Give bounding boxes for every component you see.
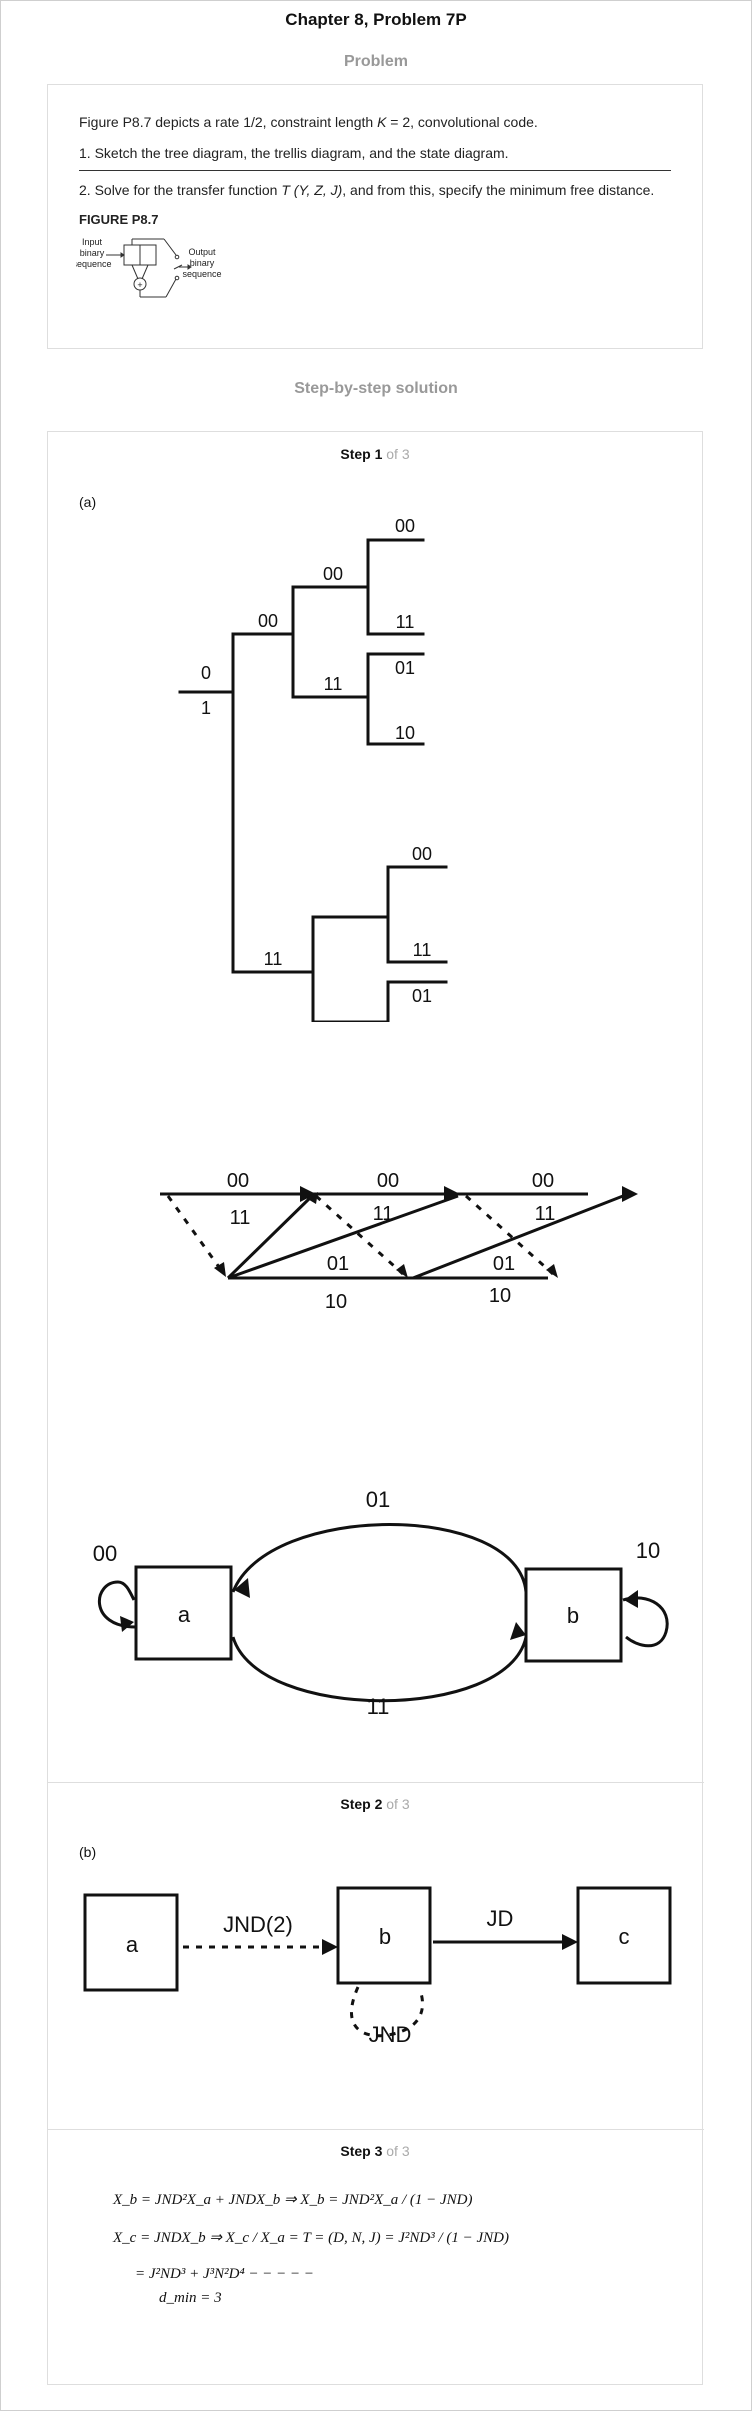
svg-text:00: 00 <box>532 1170 554 1192</box>
solution-heading: Step-by-step solution <box>294 380 458 397</box>
svg-text:b: b <box>379 1924 391 1949</box>
svg-text:binary: binary <box>80 248 105 258</box>
svg-text:sequence: sequence <box>76 259 112 269</box>
svg-text:sequence: sequence <box>182 269 221 279</box>
svg-text:01: 01 <box>366 1487 390 1512</box>
svg-text:JD: JD <box>487 1906 514 1931</box>
svg-text:00: 00 <box>395 516 415 536</box>
svg-text:Input: Input <box>82 237 103 247</box>
problem-heading: Problem <box>343 53 408 70</box>
svg-text:b: b <box>567 1603 579 1628</box>
svg-text:Output: Output <box>188 247 216 257</box>
state-diagram: a b 00 10 01 11 <box>93 1487 669 1719</box>
svg-text:11: 11 <box>324 674 343 694</box>
svg-text:00: 00 <box>323 564 343 584</box>
svg-text:01: 01 <box>327 1253 349 1275</box>
trellis-diagram: 00 00 00 11 11 11 01 01 10 10 <box>160 1170 638 1313</box>
svg-text:11: 11 <box>367 1694 390 1719</box>
svg-text:01: 01 <box>412 986 432 1006</box>
svg-text:binary: binary <box>190 258 215 268</box>
step-2-diagram: a b c JND(2) JD JND <box>83 1886 672 2047</box>
svg-text:JND: JND <box>369 2022 412 2047</box>
figure-p8-7-encoder: Input binary sequence Output binary sequ… <box>76 237 222 298</box>
svg-text:c: c <box>619 1924 630 1949</box>
problem-line-2: 1. Sketch the tree diagram, the trellis … <box>79 145 509 161</box>
figure-label: FIGURE P8.7 <box>79 212 159 227</box>
svg-text:a: a <box>126 1932 139 1957</box>
problem-rule <box>79 170 671 171</box>
svg-text:11: 11 <box>373 1203 394 1225</box>
step-divider-1 <box>48 1782 704 1783</box>
step-2-heading: Step 2 of 3 <box>340 1796 410 1812</box>
svg-text:01: 01 <box>395 658 415 678</box>
tree-diagram: 0 1 00 00 11 00 11 01 10 11 00 11 01 10 <box>178 516 448 1022</box>
svg-text:a: a <box>178 1602 191 1627</box>
svg-text:+: + <box>137 280 142 290</box>
math-line-2: X_c = JNDX_b ⇒ X_c / X_a = T = (D, N, J)… <box>113 2230 510 2246</box>
step-3-heading: Step 3 of 3 <box>340 2143 410 2159</box>
solution-card: Step 1 of 3 (a) <box>47 431 704 2385</box>
svg-text:10: 10 <box>325 1291 347 1313</box>
svg-text:11: 11 <box>264 949 283 969</box>
math-line-4: d_min = 3 <box>159 2290 222 2306</box>
tree-root-bottom-label: 1 <box>201 698 211 718</box>
state-b-box <box>524 1567 623 1663</box>
svg-text:00: 00 <box>377 1170 399 1192</box>
svg-text:11: 11 <box>535 1203 556 1225</box>
svg-text:10: 10 <box>395 723 415 743</box>
svg-text:11: 11 <box>230 1207 251 1229</box>
page-title: Chapter 8, Problem 7P <box>285 10 467 29</box>
step-divider-2 <box>48 2129 704 2130</box>
step-1-part: (a) <box>79 494 97 510</box>
math-line-1: X_b = JND²X_a + JNDX_b ⇒ X_b = JND²X_a /… <box>113 2192 473 2208</box>
svg-text:00: 00 <box>93 1541 117 1566</box>
tree-root-top-label: 0 <box>201 663 211 683</box>
svg-text:00: 00 <box>227 1170 249 1192</box>
step-1-heading: Step 1 of 3 <box>340 446 410 462</box>
svg-text:JND(2): JND(2) <box>223 1912 293 1937</box>
svg-text:01: 01 <box>493 1253 515 1275</box>
step-2-part: (b) <box>79 1844 97 1860</box>
math-line-3: = J²ND³ + J³N²D⁴ − − − − − <box>135 2266 315 2282</box>
problem-line-3: 2. Solve for the transfer function T (Y,… <box>79 182 655 198</box>
svg-text:10: 10 <box>636 1538 660 1563</box>
svg-text:10: 10 <box>489 1285 511 1307</box>
problem-card: Figure P8.7 depicts a rate 1/2, constrai… <box>47 84 703 349</box>
svg-text:11: 11 <box>396 612 415 632</box>
state-a-box <box>134 1565 233 1661</box>
svg-text:00: 00 <box>258 611 278 631</box>
svg-text:00: 00 <box>412 844 432 864</box>
svg-text:11: 11 <box>413 940 432 960</box>
problem-line-1: Figure P8.7 depicts a rate 1/2, constrai… <box>79 114 538 130</box>
